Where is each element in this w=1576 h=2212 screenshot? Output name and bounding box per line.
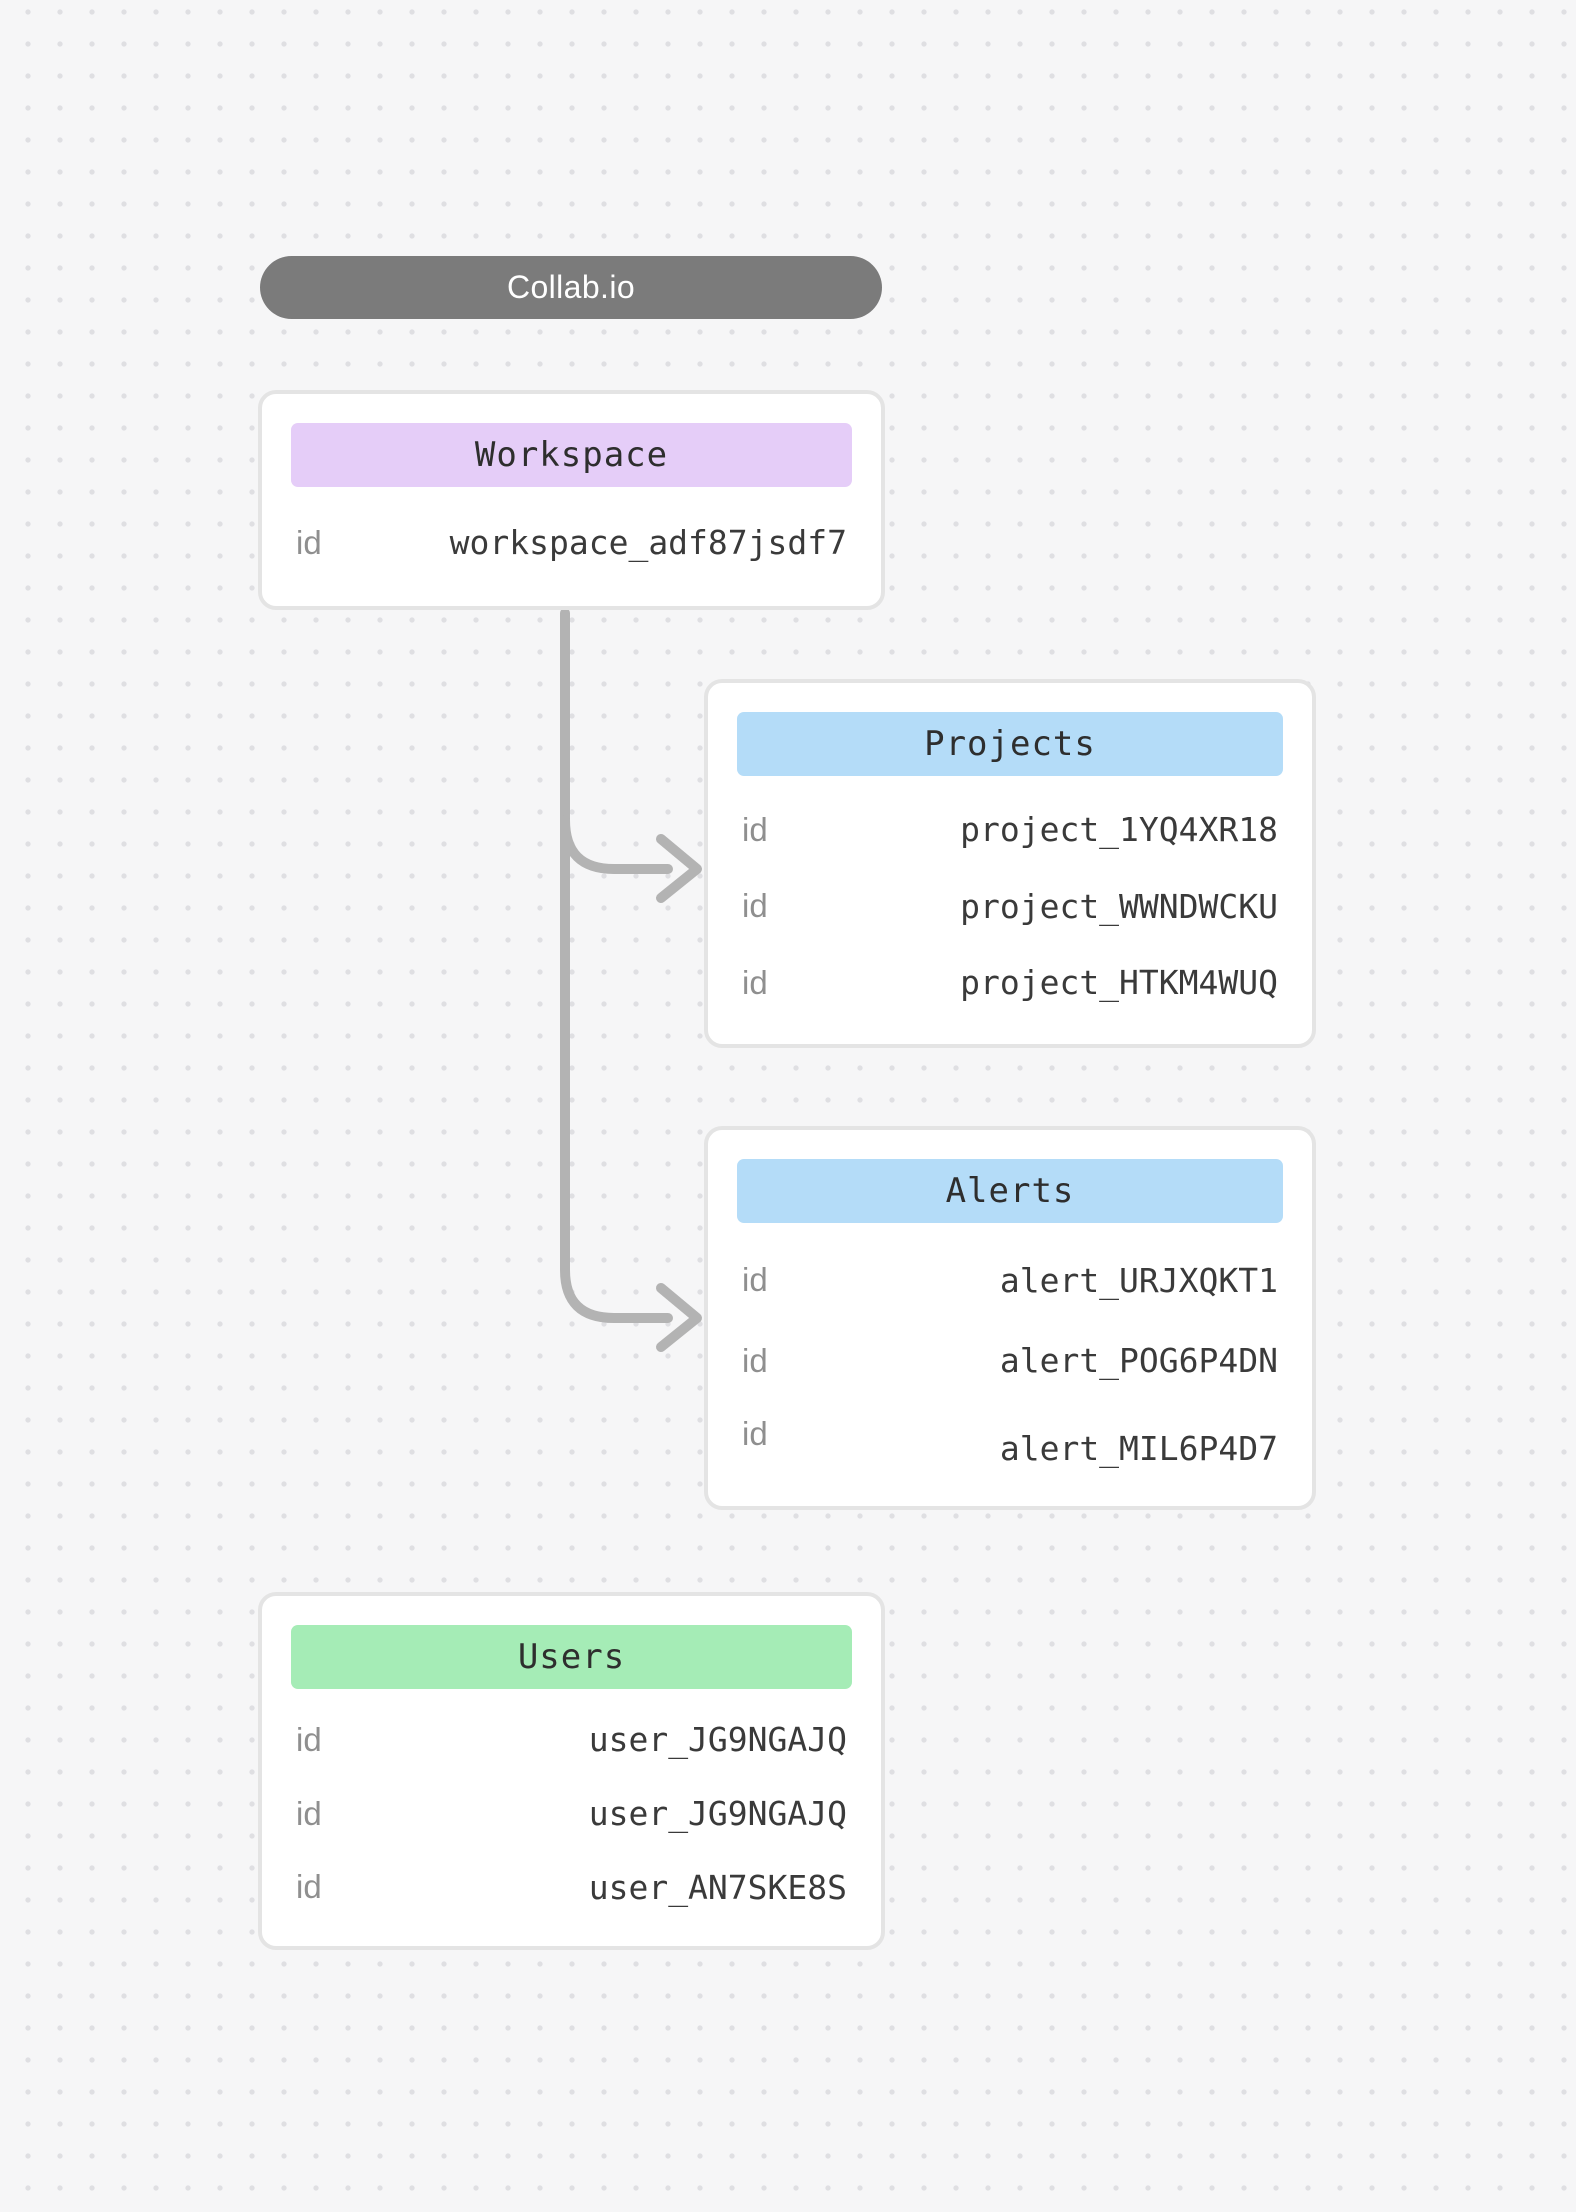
attribute-label: id bbox=[296, 1868, 322, 1906]
entity-title: Alerts bbox=[945, 1171, 1075, 1211]
entity-title: Projects bbox=[924, 724, 1096, 764]
attribute-value: alert_POG6P4DN bbox=[999, 1341, 1278, 1380]
attribute-row: id user_JG9NGAJQ bbox=[296, 1791, 847, 1837]
attribute-label: id bbox=[742, 887, 768, 924]
entity-header-users: Users bbox=[291, 1625, 852, 1689]
attribute-value: project_1YQ4XR18 bbox=[960, 810, 1278, 849]
attribute-row: id project_1YQ4XR18 bbox=[742, 807, 1278, 853]
attribute-row: id alert_URJXQKT1 bbox=[742, 1257, 1278, 1303]
attribute-row: id project_HTKM4WUQ bbox=[742, 960, 1278, 1006]
attribute-label: id bbox=[742, 963, 768, 1001]
attribute-label: id bbox=[296, 523, 322, 561]
attribute-row: id user_AN7SKE8S bbox=[296, 1864, 847, 1910]
entity-header-alerts: Alerts bbox=[737, 1159, 1283, 1223]
app-title: Collab.io bbox=[506, 269, 636, 305]
attribute-value: project_HTKM4WUQ bbox=[960, 963, 1278, 1002]
attribute-value: alert_MIL6P4D7 bbox=[999, 1429, 1278, 1469]
attribute-value: user_JG9NGAJQ bbox=[588, 1794, 847, 1833]
attribute-label: id bbox=[742, 1341, 768, 1379]
attribute-label: id bbox=[296, 1720, 322, 1758]
attribute-rows: id workspace_adf87jsdf7 bbox=[262, 487, 881, 606]
entity-header-projects: Projects bbox=[737, 712, 1283, 776]
connector-workspace-projects bbox=[560, 815, 673, 874]
connector-workspace-alerts bbox=[560, 608, 673, 1323]
attribute-row: id user_JG9NGAJQ bbox=[296, 1717, 847, 1763]
attribute-value: alert_URJXQKT1 bbox=[999, 1260, 1278, 1300]
attribute-label: id bbox=[742, 810, 768, 848]
attribute-rows: id project_1YQ4XR18 id project_WWNDWCKU … bbox=[708, 776, 1312, 1044]
attribute-rows: id user_JG9NGAJQ id user_JG9NGAJQ id use… bbox=[262, 1689, 881, 1946]
attribute-value: user_JG9NGAJQ bbox=[588, 1720, 847, 1760]
attribute-label: id bbox=[296, 1794, 322, 1832]
attribute-rows: id alert_URJXQKT1 id alert_POG6P4DN id a… bbox=[708, 1223, 1312, 1506]
attribute-row: id alert_POG6P4DN bbox=[742, 1338, 1278, 1384]
entity-card-alerts[interactable]: Alerts id alert_URJXQKT1 id alert_POG6P4… bbox=[704, 1126, 1316, 1510]
app-title-pill[interactable]: Collab.io bbox=[260, 256, 882, 319]
attribute-value: user_AN7SKE8S bbox=[588, 1867, 847, 1907]
arrowhead-alerts-icon bbox=[656, 1283, 702, 1352]
attribute-row: id project_WWNDWCKU bbox=[742, 883, 1278, 929]
entity-card-users[interactable]: Users id user_JG9NGAJQ id user_JG9NGAJQ … bbox=[258, 1592, 885, 1950]
attribute-row: id workspace_adf87jsdf7 bbox=[296, 520, 847, 566]
entity-title: Users bbox=[517, 1637, 626, 1677]
entity-header-workspace: Workspace bbox=[291, 423, 852, 487]
entity-card-projects[interactable]: Projects id project_1YQ4XR18 id project_… bbox=[704, 679, 1316, 1048]
attribute-value: workspace_adf87jsdf7 bbox=[449, 523, 847, 562]
arrowhead-projects-icon bbox=[656, 834, 702, 903]
attribute-label: id bbox=[742, 1414, 768, 1452]
entity-card-workspace[interactable]: Workspace id workspace_adf87jsdf7 bbox=[258, 390, 885, 610]
attribute-value: project_WWNDWCKU bbox=[960, 886, 1278, 926]
attribute-label: id bbox=[742, 1261, 768, 1299]
attribute-row: id alert_MIL6P4D7 bbox=[742, 1414, 1278, 1469]
entity-title: Workspace bbox=[474, 435, 669, 475]
